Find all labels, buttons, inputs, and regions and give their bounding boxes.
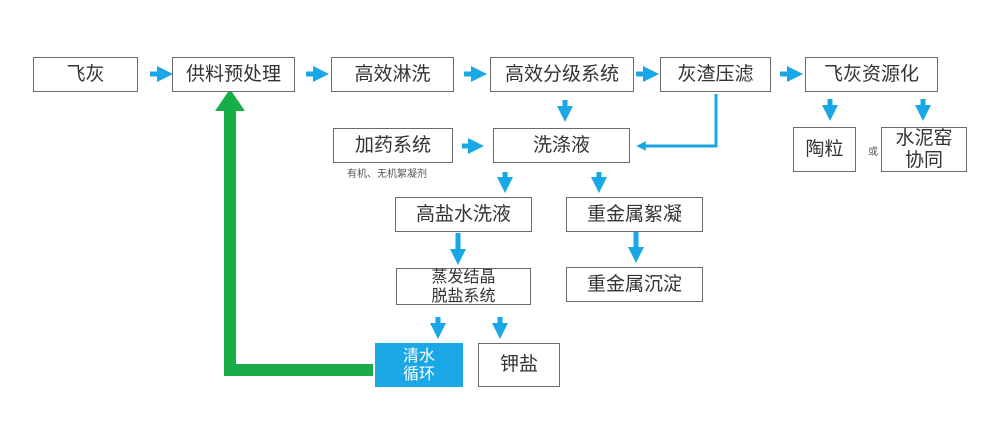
cement-kiln-line2: 协同 [904, 148, 943, 171]
node-fly-ash: 飞灰 [33, 57, 138, 92]
evaporation-line2: 脱盐系统 [431, 285, 496, 305]
node-evaporation: 蒸发结晶 脱盐系统 [396, 267, 531, 305]
node-classification: 高效分级系统 [490, 57, 634, 92]
node-cement-kiln: 水泥窑 协同 [881, 127, 967, 172]
return-loop-line [224, 110, 373, 376]
node-heavy-metal-floc: 重金属絮凝 [566, 197, 703, 232]
node-pretreatment: 供料预处理 [172, 57, 295, 92]
node-potassium-salt: 钾盐 [478, 343, 560, 387]
arrow-filter-to-washliquid [636, 94, 718, 151]
node-efficient-wash: 高效淋洗 [331, 57, 454, 92]
node-water-recycle: 清水 循环 [375, 343, 463, 387]
or-label: 或 [868, 147, 878, 158]
evaporation-line1: 蒸发结晶 [431, 267, 496, 287]
node-ceramsite: 陶粒 [793, 127, 856, 172]
node-dosing: 加药系统 [333, 128, 453, 163]
node-wash-liquid: 洗涤液 [493, 128, 630, 163]
return-loop-arrowhead [215, 89, 245, 111]
water-recycle-line1: 清水 [402, 345, 435, 365]
node-resource: 飞灰资源化 [805, 57, 938, 92]
dosing-note: 有机、无机絮凝剂 [347, 169, 427, 180]
node-residue-filter: 灰渣压滤 [660, 57, 771, 92]
node-heavy-metal-settle: 重金属沉淀 [566, 267, 703, 302]
water-recycle-line2: 循环 [402, 364, 435, 383]
cement-kiln-line1: 水泥窑 [895, 126, 953, 149]
node-high-salt-wash: 高盐水洗液 [395, 197, 532, 232]
